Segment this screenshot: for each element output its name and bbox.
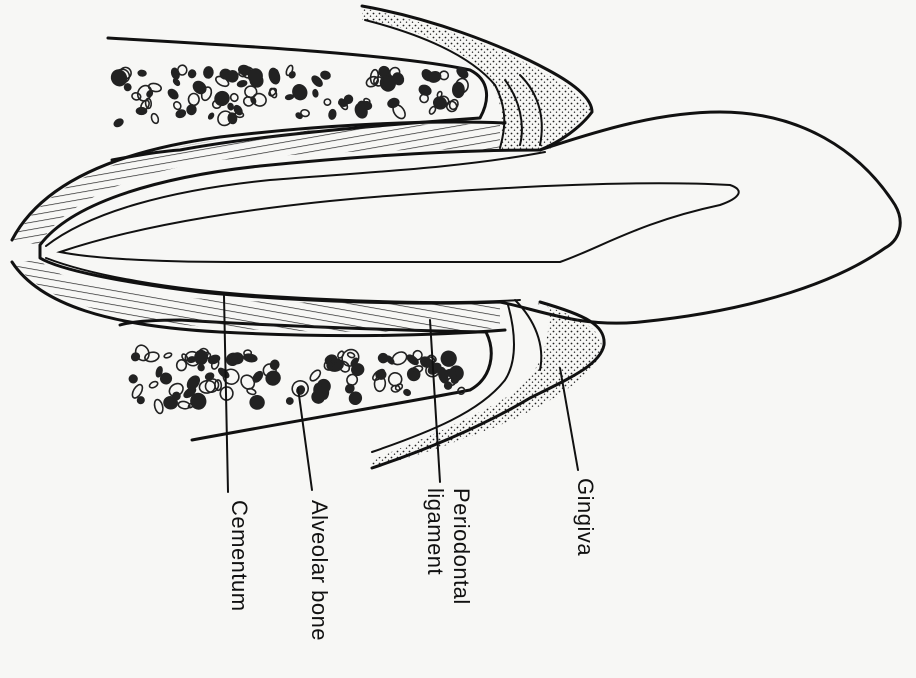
- bone-trabecula: [388, 372, 402, 386]
- bone-trabecula: [328, 109, 336, 119]
- bone-trabecula: [160, 373, 172, 384]
- bone-trabecula: [251, 370, 264, 384]
- bone-trabecula: [244, 86, 257, 98]
- periodontal-ligament-label: Periodontal ligament: [422, 488, 474, 605]
- bone-trabecula: [187, 356, 196, 363]
- bone-trabecula: [290, 83, 309, 102]
- bone-trabecula: [324, 99, 331, 105]
- alveolar-bone-leader: [298, 388, 312, 490]
- bone-trabecula: [288, 71, 296, 79]
- bone-trabecula: [313, 89, 319, 97]
- periodontal-ligament-upper: [12, 122, 505, 245]
- bone-trabecula: [178, 65, 188, 75]
- bone-trabecula: [172, 100, 182, 110]
- bone-trabecula: [175, 109, 186, 119]
- bone-trabecula: [243, 353, 257, 363]
- bone-trabecula: [228, 103, 234, 110]
- bone-trabecula: [148, 380, 158, 389]
- bone-trabecula: [445, 369, 458, 376]
- bone-trabecula: [124, 84, 131, 91]
- bone-trabecula: [188, 93, 199, 105]
- bone-trabecula: [286, 397, 294, 405]
- bone-trabecula: [320, 70, 331, 79]
- bone-trabecula: [448, 98, 459, 110]
- bone-trabecula: [237, 80, 247, 87]
- bone-trabecula: [347, 352, 355, 359]
- bone-trabecula: [153, 399, 164, 415]
- bone-trabecula: [137, 108, 147, 115]
- bone-trabecula: [203, 67, 213, 79]
- bone-trabecula: [128, 374, 137, 383]
- bone-trabecula: [403, 389, 411, 397]
- periodontal-ligament-leader: [430, 320, 440, 482]
- bone-trabecula: [188, 69, 197, 78]
- bone-trabecula: [337, 350, 345, 359]
- bone-trabecula: [144, 351, 160, 363]
- bone-trabecula: [186, 104, 196, 115]
- bone-trabecula: [164, 352, 173, 359]
- bone-trabecula: [208, 112, 215, 119]
- bone-trabecula: [172, 78, 180, 86]
- bone-trabecula: [439, 349, 458, 368]
- bone-trabecula: [229, 92, 239, 102]
- bone-trabecula: [150, 113, 159, 125]
- bone-trabecula: [248, 68, 263, 83]
- bone-trabecula: [215, 108, 235, 128]
- gingiva-label: Gingiva: [572, 478, 598, 556]
- cementum-label: Cementum: [226, 500, 252, 612]
- bone-trabecula: [249, 395, 264, 410]
- bone-trabecula: [113, 118, 124, 128]
- bone-trabecula: [138, 70, 146, 76]
- bone-trabecula: [285, 94, 293, 100]
- bone-trabecula: [263, 369, 282, 388]
- bone-trabecula: [269, 359, 279, 370]
- bone-trabecula: [295, 385, 305, 396]
- alveolar-bone-label: Alveolar bone: [306, 500, 332, 641]
- bone-trabecula: [167, 88, 180, 101]
- bone-trabecula: [428, 105, 437, 115]
- bone-trabecula: [453, 83, 464, 98]
